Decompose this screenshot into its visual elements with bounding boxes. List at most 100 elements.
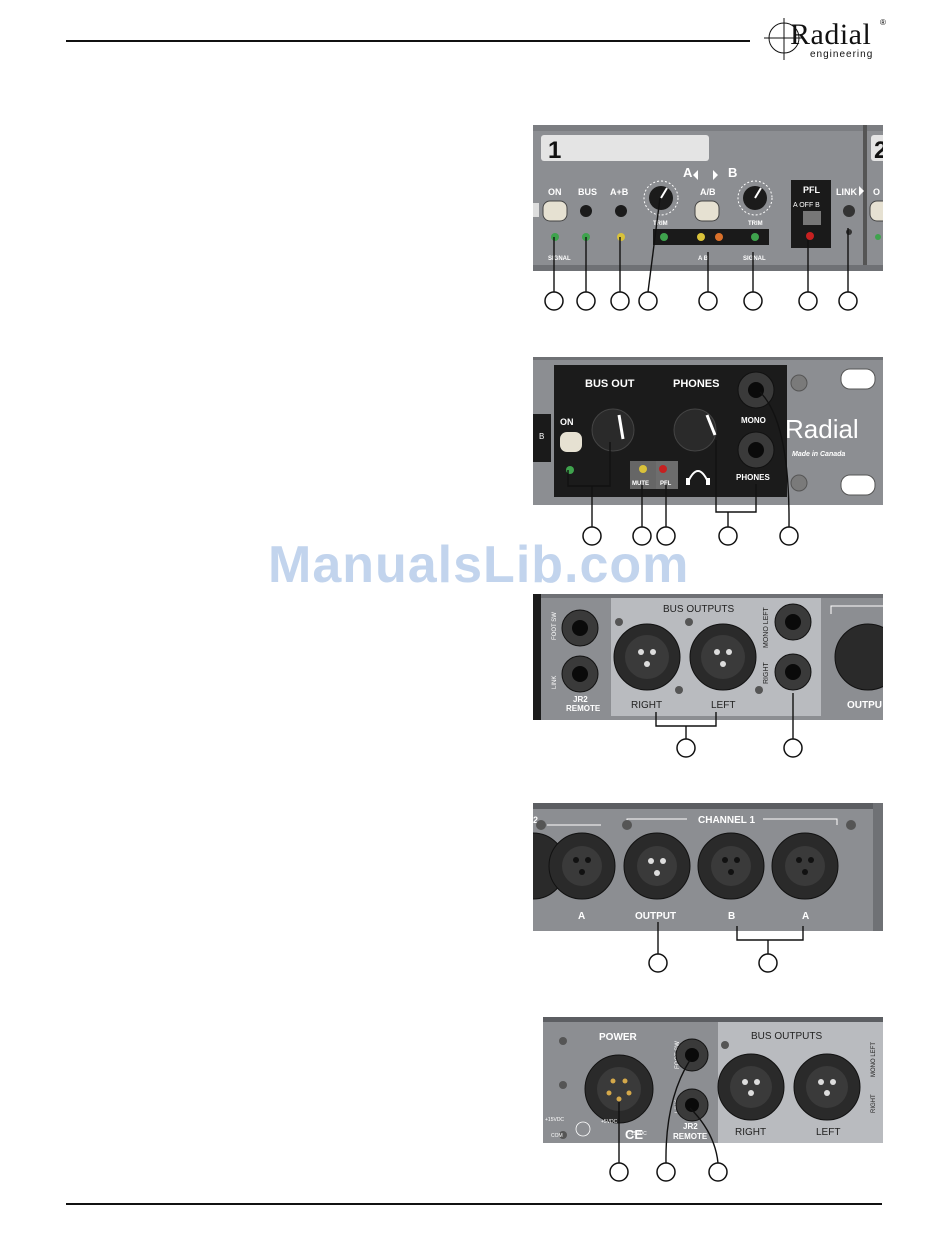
channel-number-plate <box>541 135 709 161</box>
panel-label: SIGNAL <box>743 256 766 262</box>
panel-label: PHONES <box>736 473 770 482</box>
panel-label: A OFF B <box>793 202 820 209</box>
panel-label: LINK <box>552 676 558 689</box>
footer-rule <box>66 1203 882 1205</box>
panel-label: TRIM <box>653 221 668 227</box>
callout-6 <box>743 291 763 311</box>
panel-label: ON <box>548 187 562 197</box>
on-button <box>542 200 568 222</box>
panel-label: ON <box>560 417 574 427</box>
channel-xlr-photo: 2 CHANNEL 1 A OUTPUT B A <box>533 803 883 931</box>
panel-label: B <box>728 911 735 922</box>
panel-power-remote: POWER +15VDC +5VDC -15VDC COM CE FOOT SW… <box>543 1017 883 1143</box>
panel-label: JR2 <box>683 1122 698 1131</box>
panel-label: CE <box>625 1127 643 1142</box>
panel-label: B <box>728 165 737 180</box>
pfl-led <box>806 232 814 240</box>
panel-label: SIGNAL <box>548 256 571 262</box>
panel-label: RIGHT <box>631 700 662 711</box>
bus-out-photo: B BUS OUT PHONES ON MUTE PFL MONO PHONES… <box>533 357 883 505</box>
callout-3 <box>610 291 630 311</box>
bus-button <box>580 205 592 217</box>
callout-19 <box>656 1162 676 1182</box>
panel-label: MONO <box>741 416 766 425</box>
panel-label: A+B <box>610 187 629 197</box>
panel-rear-bus-outputs: BUS OUTPUTS FOOT SW LINK JR2 REMOTE RIGH… <box>533 594 883 720</box>
panel-label: REMOTE <box>673 1132 708 1141</box>
panel-label: RIGHT <box>735 1127 766 1138</box>
bus-led <box>582 233 590 241</box>
pfl-led-2 <box>659 465 667 473</box>
panel-label: A B <box>698 256 709 262</box>
a-plus-b-led <box>617 233 625 241</box>
panel-label: POWER <box>599 1032 638 1043</box>
panel-label: FOOT SW <box>552 612 558 640</box>
mute-led <box>639 465 647 473</box>
panel-label: -15VDC <box>629 1131 647 1137</box>
panel-label: Radial <box>785 414 859 444</box>
panel-label: A/B <box>700 187 716 197</box>
bus-out-knob <box>591 408 635 452</box>
on-led <box>551 233 559 241</box>
callout-14 <box>676 738 696 758</box>
callout-20 <box>708 1162 728 1182</box>
panel-label: BUS <box>578 187 597 197</box>
callout-16 <box>648 953 668 973</box>
panel-label: A <box>683 165 693 180</box>
panel-channel-xlr: 2 CHANNEL 1 A OUTPUT B A <box>533 803 883 931</box>
panel-label: LEFT <box>816 1127 840 1138</box>
callout-7 <box>798 291 818 311</box>
link-button <box>843 205 855 217</box>
panel-bus-out-phones: B BUS OUT PHONES ON MUTE PFL MONO PHONES… <box>533 357 883 505</box>
a-plus-b-button <box>615 205 627 217</box>
crosshair-icon <box>764 18 802 60</box>
power-remote-photo: POWER +15VDC +5VDC -15VDC COM CE FOOT SW… <box>543 1017 883 1143</box>
callout-12 <box>718 526 738 546</box>
panel-label: 2 <box>874 137 883 164</box>
rear-bus-outputs-photo: BUS OUTPUTS FOOT SW LINK JR2 REMOTE RIGH… <box>533 594 883 720</box>
panel-label: MONO LEFT <box>871 1042 877 1077</box>
panel-label: RIGHT <box>871 1094 877 1113</box>
panel-label: A <box>578 911 585 922</box>
panel-label: LINK <box>836 187 857 197</box>
logo-wordmark: Radial <box>790 18 872 51</box>
panel-label: +15VDC <box>545 1117 564 1123</box>
panel-label: MUTE <box>632 481 649 487</box>
panel-label: MONO LEFT <box>763 606 770 648</box>
panel-label: 2 <box>533 815 538 825</box>
panel-label: PFL <box>803 185 821 195</box>
panel-label: OUTPU <box>847 700 882 711</box>
header-rule <box>66 40 750 42</box>
panel-label: B <box>539 432 544 441</box>
callout-18 <box>609 1162 629 1182</box>
callout-1 <box>544 291 564 311</box>
registered-mark: ® <box>880 18 886 27</box>
channel-number: 1 <box>548 137 561 164</box>
callout-2 <box>576 291 596 311</box>
callout-17 <box>758 953 778 973</box>
panel-label: LEFT <box>711 700 735 711</box>
watermark: ManualsLib.com <box>268 536 690 594</box>
ab-button <box>694 200 720 222</box>
callout-13 <box>779 526 799 546</box>
panel-label: RIGHT <box>763 662 770 685</box>
bus-out-on-button <box>560 432 582 452</box>
callout-15 <box>783 738 803 758</box>
panel-label: A <box>802 911 809 922</box>
panel-front-channel: 1 2 ON BUS A+B A B A/B TRIM TRIM SIGNAL … <box>533 125 883 271</box>
panel-label: BUS OUT <box>585 378 635 390</box>
callout-8 <box>838 291 858 311</box>
panel-label: TRIM <box>748 221 763 227</box>
panel-label: Made in Canada <box>792 451 845 458</box>
panel-label: O <box>873 187 880 197</box>
logo-subtitle: engineering <box>810 49 874 60</box>
phones-knob <box>673 408 717 452</box>
callout-4 <box>638 291 658 311</box>
panel-label: PFL <box>660 481 672 487</box>
panel-label: PHONES <box>673 378 719 390</box>
callout-5 <box>698 291 718 311</box>
panel-label: OUTPUT <box>635 911 676 922</box>
radial-logo: Radial ® engineering <box>762 16 892 64</box>
panel-label: BUS OUTPUTS <box>751 1031 822 1042</box>
panel-label: CHANNEL 1 <box>698 815 755 826</box>
